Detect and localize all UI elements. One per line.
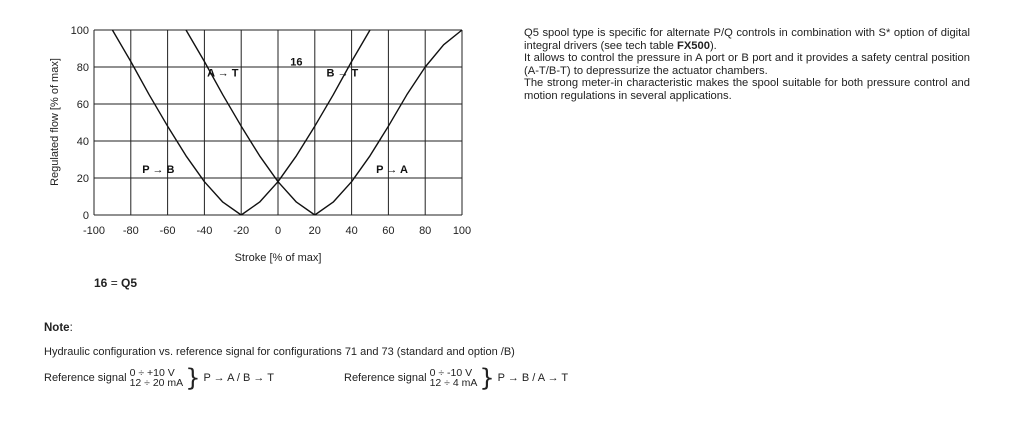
y-tick-label: 80 (77, 62, 89, 74)
description-paragraph-1: Q5 spool type is specific for alternate … (524, 27, 970, 52)
series-line (314, 29, 463, 216)
x-tick-label: 80 (419, 225, 431, 237)
ref-label: Reference signal (344, 372, 427, 384)
legend-tag: 16 (94, 276, 108, 290)
chart-ticks: -100 -80 -60 -40 -20 0 20 40 60 80 100 0 20 40 60 80 100 (71, 25, 472, 237)
x-tick-label: -40 (196, 225, 212, 237)
ref-result: P → A / B → T (203, 372, 274, 384)
x-tick-label: -60 (160, 225, 176, 237)
note-title-text: Note (44, 322, 70, 334)
ref-range-top: 0 ÷ -10 V (429, 367, 473, 379)
description-text: ). (709, 39, 717, 52)
ref-range: 0 ÷ -10 V 12 ÷ 4 mA (429, 367, 478, 389)
ref-range-bottom: 12 ÷ 4 mA (429, 377, 478, 389)
x-tick-label: -80 (123, 225, 139, 237)
x-axis-label: Stroke [% of max] (235, 252, 322, 264)
note-colon: : (69, 322, 73, 334)
description-paragraph-2: It allows to control the pressure in A p… (524, 52, 970, 77)
legend-spool: Q5 (121, 276, 138, 290)
x-tick-label: -100 (83, 225, 105, 237)
curve-annotation: B → T (327, 68, 359, 80)
ref-range-top: 0 ÷ +10 V (129, 367, 175, 379)
reference-signal-1: Reference signal 0 ÷ +10 V 12 ÷ 20 mA } … (44, 364, 274, 392)
curve-annotation: 16 (290, 56, 302, 68)
x-tick-label: 100 (453, 225, 471, 237)
ref-result: P → B / A → T (497, 372, 569, 384)
y-tick-label: 20 (77, 173, 89, 185)
y-axis-label: Regulated flow [% of max] (49, 58, 61, 186)
description-text: Q5 spool type is specific for alternate … (524, 27, 970, 52)
note-title: Note: (44, 322, 73, 334)
ref-range-bottom: 12 ÷ 20 mA (129, 377, 184, 389)
flow-chart: -100 -80 -60 -40 -20 0 20 40 60 80 100 0 20 40 60 80 100… (49, 25, 472, 264)
chart-annotations: 16 A → T B → T P → B P → A (142, 56, 408, 175)
curve-annotation: P → B (142, 164, 174, 176)
y-tick-label: 40 (77, 136, 89, 148)
y-tick-label: 100 (71, 25, 89, 37)
curve-legend-key: 16 = Q5 (94, 276, 137, 290)
series-line (185, 29, 316, 216)
x-tick-label: -20 (233, 225, 249, 237)
series-line (111, 29, 242, 216)
ref-label: Reference signal (44, 372, 127, 384)
note-line: Hydraulic configuration vs. reference si… (44, 346, 515, 358)
ref-range: 0 ÷ +10 V 12 ÷ 20 mA (129, 367, 184, 389)
reference-signal-2: Reference signal 0 ÷ -10 V 12 ÷ 4 mA } P… (344, 364, 569, 392)
x-tick-label: 40 (345, 225, 357, 237)
y-tick-label: 60 (77, 99, 89, 111)
description-paragraph-3: The strong meter-in characteristic makes… (524, 77, 970, 102)
x-tick-label: 60 (382, 225, 394, 237)
legend-eq: = (107, 276, 122, 290)
tech-table-reference: FX500 (676, 39, 710, 52)
chart-grid (93, 29, 463, 216)
x-tick-label: 0 (275, 225, 281, 237)
curve-annotation: P → A (376, 164, 408, 176)
curve-annotation: A → T (207, 68, 239, 80)
y-tick-label: 0 (83, 210, 89, 222)
spool-description: Q5 spool type is specific for alternate … (524, 27, 970, 103)
x-tick-label: 20 (309, 225, 321, 237)
brace-icon: } (479, 364, 495, 392)
series-line (240, 29, 371, 216)
brace-icon: } (185, 364, 201, 392)
chart-curves (111, 29, 463, 216)
